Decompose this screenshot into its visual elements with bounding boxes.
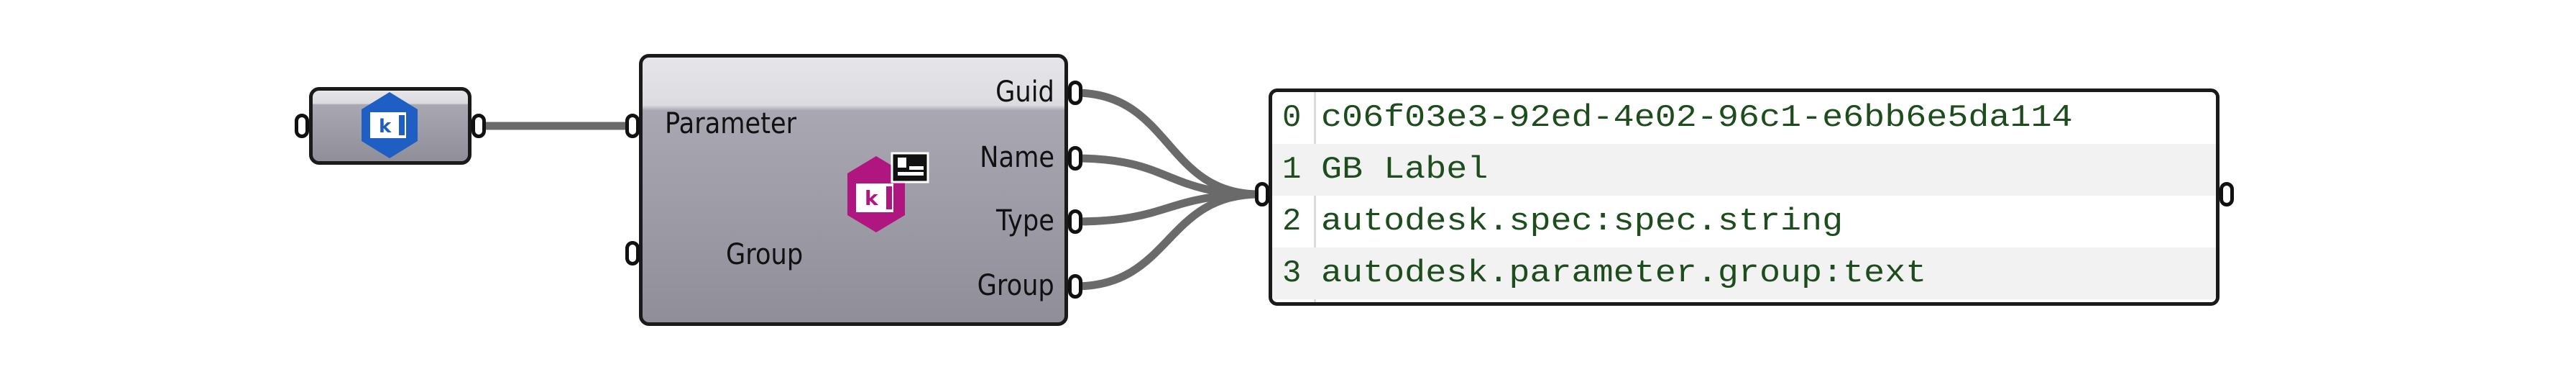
kangaroo-parameter-component[interactable]: k	[309, 87, 472, 165]
panel-output-port[interactable]	[2220, 182, 2234, 206]
panel-row: 1 GB Label	[1272, 144, 2216, 196]
input-port-parameter[interactable]	[625, 114, 640, 138]
output-port-type[interactable]	[1068, 209, 1082, 234]
output-port-guid[interactable]	[1068, 81, 1082, 105]
output-label-group: Group	[977, 269, 1054, 302]
panel-row: 2 autodesk.spec:spec.string	[1272, 196, 2216, 247]
row-value: autodesk.spec:spec.string	[1321, 204, 1844, 240]
parameter-info-icon: k	[847, 152, 929, 232]
input-label-group: Group	[726, 238, 804, 271]
row-value: autodesk.parameter.group:text	[1321, 255, 1927, 291]
text-panel[interactable]: 0 c06f03e3-92ed-4e02-96c1-e6bb6e5da114 1…	[1269, 88, 2220, 306]
output-port-name[interactable]	[1068, 146, 1082, 171]
output-label-name: Name	[980, 141, 1054, 174]
panel-row: 0 c06f03e3-92ed-4e02-96c1-e6bb6e5da114	[1272, 92, 2216, 144]
row-index: 2	[1282, 204, 1302, 240]
wire-group-to-panel	[1075, 190, 1260, 291]
panel-input-port[interactable]	[1255, 182, 1269, 206]
parameter-info-component[interactable]: k	[639, 54, 1068, 326]
input-port-group[interactable]	[625, 241, 640, 265]
row-index: 3	[1282, 255, 1302, 291]
svg-text:k: k	[379, 116, 392, 137]
index-separator	[1314, 92, 1316, 302]
row-index: 1	[1282, 152, 1302, 188]
kangaroo-parameter-icon: k	[362, 92, 418, 158]
row-index: 0	[1282, 100, 1302, 136]
output-port-group[interactable]	[1068, 274, 1082, 299]
input-label-parameter: Parameter	[665, 107, 797, 140]
panel-row: 3 autodesk.parameter.group:text	[1272, 247, 2216, 299]
row-value: GB Label	[1321, 152, 1489, 188]
output-label-type: Type	[996, 204, 1054, 237]
svg-text:k: k	[865, 186, 879, 210]
output-label-guid: Guid	[995, 76, 1054, 109]
output-port[interactable]	[472, 114, 486, 138]
row-value: c06f03e3-92ed-4e02-96c1-e6bb6e5da114	[1321, 100, 2073, 136]
input-port[interactable]	[295, 114, 309, 138]
